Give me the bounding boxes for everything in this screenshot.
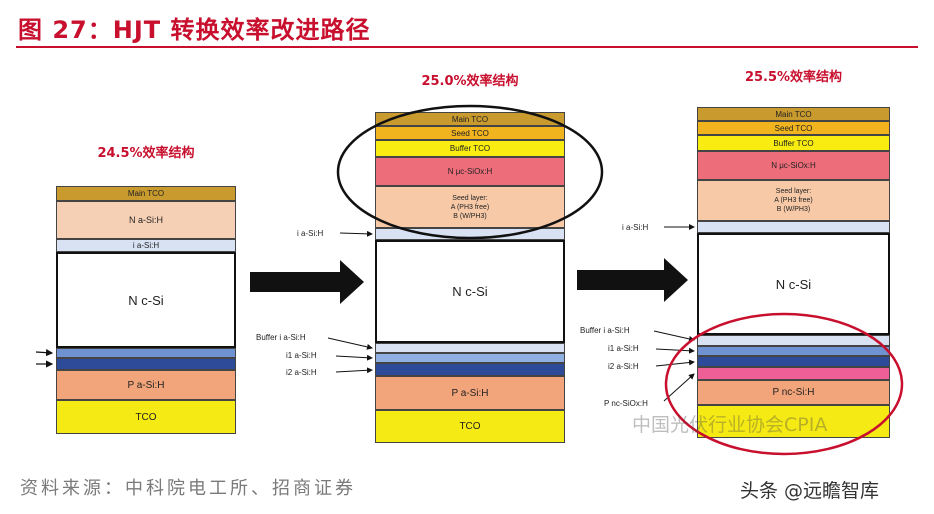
pointer-s2-i-asi: [339, 230, 373, 237]
stack2-n-uc-layer: N μc-SiOx:H: [375, 157, 565, 186]
title-divider: [16, 46, 918, 48]
stack3-seed-layer: Seed layer: A (PH3 free) B (W/PH3): [697, 180, 890, 221]
big-arrow-right-2: [577, 258, 688, 302]
stack3-caption: 25.5%效率结构: [744, 70, 843, 85]
stack3-tco-layer: [697, 405, 890, 438]
stack3-label-i-asi: i a-Si:H: [622, 223, 649, 232]
pointer-s2-i1: [335, 354, 373, 361]
stack1-caption: 24.5%效率结构: [97, 146, 195, 161]
stack3-i-asi-layer: [697, 221, 890, 233]
stack3-seed-line3: B (W/PH3): [776, 206, 811, 213]
stack2-buffer-i-layer: [375, 343, 565, 353]
stack2-seed-line1: Seed layer:: [452, 194, 488, 202]
stack3-p-ncsiox-layer: [697, 367, 890, 380]
highlight-ellipse-black: [336, 104, 604, 240]
stack1-p-asi-layer: P a-Si:H: [56, 370, 236, 400]
stack2-p-asi-layer: P a-Si:H: [375, 376, 565, 410]
source-note: 资料来源：中科院电工所、招商证券: [20, 478, 356, 499]
stack2-seed-line3: B (W/PH3): [453, 212, 487, 220]
stack1-n-asi-layer: N a-Si:H: [56, 201, 236, 239]
stack2-label-i-asi: i a-Si:H: [297, 229, 324, 238]
stack2-label-buffer-i: Buffer i a-Si:H: [256, 333, 306, 342]
stack3-n-uc-layer: N μc-SiOx:H: [697, 151, 890, 180]
big-arrow-right-1: [250, 260, 364, 304]
stack3-i2-layer: [697, 356, 890, 367]
stack2-buffer-tco-layer: Buffer TCO: [375, 140, 565, 157]
pointer-s2-i2: [335, 367, 373, 374]
stack3-label-p-ncsiox: P nc-SiOx:H: [604, 399, 648, 408]
stack2-tco-layer: TCO: [375, 410, 565, 443]
stack3-p-ncsi-layer: P nc-Si:H: [697, 380, 890, 405]
stack1-i-asi-layer: i a-Si:H: [56, 239, 236, 252]
stack3-seed-line2: A (PH3 free): [774, 197, 813, 204]
cpia-watermark: 中国光伏行业协会CPIA: [632, 414, 828, 436]
stack2-seed-line2: A (PH3 free): [450, 203, 490, 211]
stack3-seed-tco-layer: Seed TCO: [697, 121, 890, 135]
stack3-ncsi-wafer: N c-Si: [697, 233, 890, 335]
highlight-ellipse-red: [664, 312, 904, 456]
stack1-tco-layer: TCO: [56, 400, 236, 434]
stack2-caption: 25.0%效率结构: [421, 74, 519, 89]
stack3-buffer-tco-layer: Buffer TCO: [697, 135, 890, 151]
platform-watermark: 头条 @远瞻智库: [740, 480, 880, 502]
stack1-i-layer-mid: [56, 348, 236, 358]
stack2-seed-tco-layer: Seed TCO: [375, 126, 565, 140]
pointer-s3-i2: [655, 359, 695, 367]
pointer-stack1-a: [35, 349, 54, 357]
stack2-i1-layer: [375, 353, 565, 363]
pointer-s3-buffer: [653, 330, 695, 342]
pointer-s3-i1: [655, 347, 695, 354]
stack3-label-i1: i1 a-Si:H: [608, 344, 639, 353]
stack1-i-layer-dark: [56, 358, 236, 370]
stack2-label-i2: i2 a-Si:H: [286, 368, 317, 377]
stack3-label-i2: i2 a-Si:H: [608, 362, 639, 371]
stack3-buffer-i-layer: [697, 335, 890, 346]
stack2-label-i1: i1 a-Si:H: [286, 351, 317, 360]
stack1-main-tco-layer: Main TCO: [56, 186, 236, 201]
stack3-seed-line1: Seed layer:: [775, 188, 812, 195]
stack2-i-asi-layer: [375, 228, 565, 240]
stack2-ncsi-wafer: N c-Si: [375, 240, 565, 343]
pointer-s2-buffer: [327, 337, 373, 350]
stack1-ncsi-wafer: N c-Si: [56, 252, 236, 348]
stack2-main-tco-layer: Main TCO: [375, 112, 565, 126]
stack2-i2-layer: [375, 363, 565, 376]
stack3-label-buffer-i: Buffer i a-Si:H: [580, 326, 630, 335]
figure-title: 图 27：HJT 转换效率改进路径: [18, 16, 371, 44]
stack3-main-tco-layer: Main TCO: [697, 107, 890, 121]
stack2-seed-layer: Seed layer: A (PH3 free) B (W/PH3): [375, 186, 565, 228]
